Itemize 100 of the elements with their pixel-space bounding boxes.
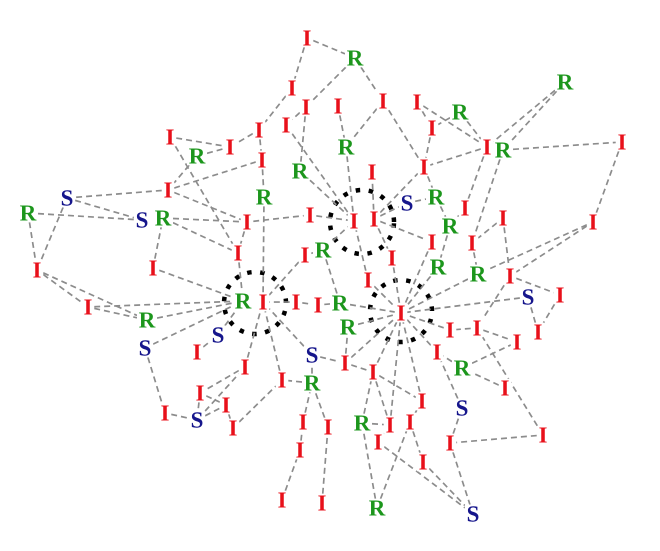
connector-line (42, 272, 138, 316)
connector-line (466, 120, 482, 140)
connector-line (176, 137, 224, 147)
node-label: I (419, 454, 427, 470)
node-label: I (241, 359, 249, 375)
connector-line (380, 430, 408, 500)
connector-line (264, 95, 286, 123)
connector-line (442, 355, 452, 362)
connector-line (350, 304, 395, 313)
node-label: I (418, 393, 426, 409)
connector-line (438, 116, 450, 126)
node-label: R (340, 319, 357, 335)
node-label: I (292, 294, 300, 310)
connector-line (174, 161, 256, 189)
connector-line (430, 148, 482, 166)
connector-line (304, 392, 311, 413)
connector-line (596, 150, 620, 214)
connector-line (291, 133, 349, 213)
node-label: I (306, 207, 314, 223)
node-label: I (370, 211, 378, 227)
node-label: I (368, 164, 376, 180)
connector-line (344, 336, 348, 354)
node-label: I (341, 355, 349, 371)
connector-line (75, 190, 162, 198)
connector-line (456, 328, 471, 330)
connector-line (172, 222, 232, 251)
node-label: I (506, 268, 514, 284)
node-label: R (139, 312, 156, 328)
node-label: I (386, 417, 394, 433)
connector-line (440, 206, 446, 218)
node-label: I (413, 94, 421, 110)
connector-line (262, 206, 265, 293)
connector-line (325, 258, 338, 294)
connector-line (384, 446, 466, 509)
connector-line (253, 214, 304, 222)
node-label: I (374, 434, 382, 450)
connector-line (228, 414, 232, 420)
node-label: S (212, 327, 224, 343)
connector-line (352, 108, 378, 138)
connector-line (154, 227, 162, 259)
node-label: I (461, 200, 469, 216)
node-label: I (556, 287, 564, 303)
node-label: R (155, 210, 172, 226)
connector-line (264, 311, 281, 371)
node-label: I (468, 235, 476, 251)
connector-line (312, 66, 346, 102)
node-label: R (347, 50, 364, 66)
connector-line (322, 436, 328, 494)
node-label: I (428, 234, 436, 250)
node-label: I (278, 492, 286, 508)
connector-line (375, 380, 388, 416)
node-label: S (136, 212, 148, 228)
node-label: I (193, 344, 201, 360)
node-label: R (557, 74, 574, 90)
node-label: I (589, 214, 597, 230)
connector-line (512, 142, 616, 150)
connector-line (355, 230, 367, 271)
connector-line (42, 274, 82, 304)
connector-line (38, 212, 134, 220)
connector-line (156, 302, 234, 319)
connector-line (206, 395, 220, 403)
connector-line (388, 110, 419, 158)
connector-line (314, 392, 326, 418)
connector-line (238, 385, 276, 423)
connector-line (482, 336, 538, 426)
connector-line (206, 370, 240, 390)
node-label: I (483, 139, 491, 155)
node-label: I (164, 182, 172, 198)
connector-line (74, 200, 134, 218)
connector-line (392, 267, 400, 304)
connector-line (172, 218, 241, 223)
connector-line (390, 322, 401, 416)
node-label: S (306, 347, 318, 363)
node-label: I (234, 245, 242, 261)
connector-line (147, 357, 163, 404)
connector-line (402, 322, 421, 392)
node-label: I (149, 260, 157, 276)
node-label: I (397, 305, 405, 321)
connector-line (197, 402, 200, 411)
connector-line (474, 158, 501, 234)
connector-line (374, 286, 396, 308)
node-label: I (166, 129, 174, 145)
node-label: I (364, 272, 372, 288)
node-label: I (258, 152, 266, 168)
connector-line (530, 306, 536, 323)
node-label: S (140, 340, 150, 356)
node-label: R (428, 189, 445, 205)
node-label: S (62, 190, 72, 206)
connector-line (360, 66, 378, 92)
node-label: I (334, 98, 342, 114)
connector-line (516, 225, 588, 273)
connector-line (310, 252, 314, 254)
node-label: R (315, 242, 332, 258)
node-label: I (501, 380, 509, 396)
connector-line (346, 156, 354, 212)
connector-line (350, 318, 396, 358)
connector-line (174, 146, 234, 244)
connector-line (316, 215, 348, 221)
connector-line (414, 198, 426, 202)
node-label: R (256, 189, 273, 205)
